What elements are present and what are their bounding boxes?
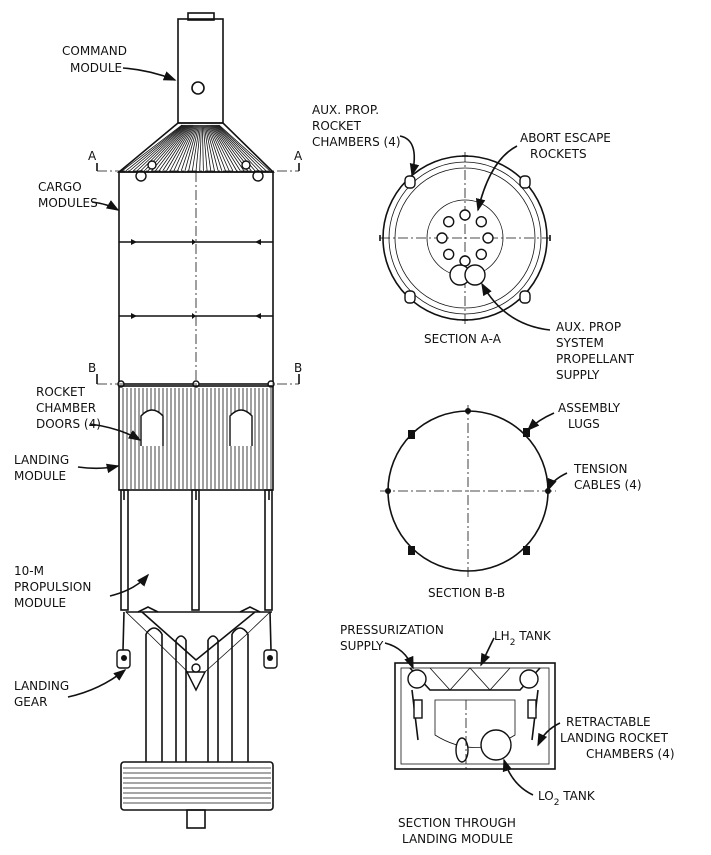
label-landing-gear: LANDING GEAR bbox=[14, 679, 73, 709]
leader-lines bbox=[67, 67, 568, 796]
label-tension-cables: TENSION CABLES (4) bbox=[573, 462, 642, 492]
labels: COMMAND MODULE A A CARGO MODULES B B ROC… bbox=[14, 44, 675, 846]
propulsion-module-shape bbox=[120, 489, 273, 692]
label-rocket-chamber-doors: ROCKET CHAMBER DOORS (4) bbox=[36, 385, 101, 431]
command-module-shape bbox=[177, 12, 224, 124]
side-elevation bbox=[96, 12, 300, 829]
label-assembly-lugs: ASSEMBLY LUGS bbox=[558, 401, 624, 431]
nozzle-skirt bbox=[120, 761, 274, 829]
landing-module-section-view bbox=[394, 662, 556, 770]
landing-gear-shape bbox=[116, 611, 278, 673]
label-retractable-chambers: RETRACTABLE LANDING ROCKET CHAMBERS (4) bbox=[560, 715, 675, 761]
section-b-b-view bbox=[380, 405, 556, 578]
label-cargo-modules: CARGO MODULES bbox=[38, 180, 98, 210]
label-aux-prop-system-supply: AUX. PROP SYSTEM PROPELLANT SUPPLY bbox=[556, 320, 638, 382]
label-lh2-tank: LH2 TANK bbox=[494, 629, 552, 648]
abort-rocket-mark bbox=[482, 232, 494, 244]
abort-rocket-mark bbox=[436, 232, 448, 244]
label-section-landing-module: SECTION THROUGH LANDING MODULE bbox=[398, 816, 520, 846]
adapter-cone bbox=[116, 122, 275, 182]
label-section-b-b: SECTION B-B bbox=[428, 586, 505, 600]
label-command-module: COMMAND MODULE bbox=[62, 44, 131, 75]
label-section-a-a: SECTION A-A bbox=[424, 332, 502, 346]
label-section-mark-a-right: A bbox=[294, 149, 303, 163]
label-propulsion-module: 10-M PROPULSION MODULE bbox=[14, 564, 95, 610]
section-line-b bbox=[96, 374, 300, 385]
abort-rocket-mark bbox=[475, 248, 487, 261]
abort-rocket-mark bbox=[443, 248, 455, 261]
label-section-mark-b-right: B bbox=[294, 361, 302, 375]
section-line-a bbox=[96, 163, 300, 172]
abort-rocket-mark bbox=[475, 215, 487, 228]
label-lo2-tank: LO2 TANK bbox=[538, 789, 596, 808]
label-landing-module: LANDING MODULE bbox=[14, 453, 73, 483]
label-pressurization-supply: PRESSURIZATION SUPPLY bbox=[340, 623, 448, 653]
abort-rocket-mark bbox=[443, 215, 455, 228]
label-section-mark-a-left: A bbox=[88, 149, 97, 163]
label-abort-escape-rockets: ABORT ESCAPE ROCKETS bbox=[520, 131, 615, 161]
landing-module-shape bbox=[118, 385, 274, 491]
abort-rocket-mark bbox=[459, 209, 471, 221]
engine-cluster bbox=[145, 627, 249, 762]
label-aux-prop-rocket-chambers: AUX. PROP. ROCKET CHAMBERS (4) bbox=[312, 103, 401, 149]
cargo-modules-shape bbox=[117, 171, 275, 388]
label-section-mark-b-left: B bbox=[88, 361, 96, 375]
section-a-a-view bbox=[379, 152, 551, 324]
